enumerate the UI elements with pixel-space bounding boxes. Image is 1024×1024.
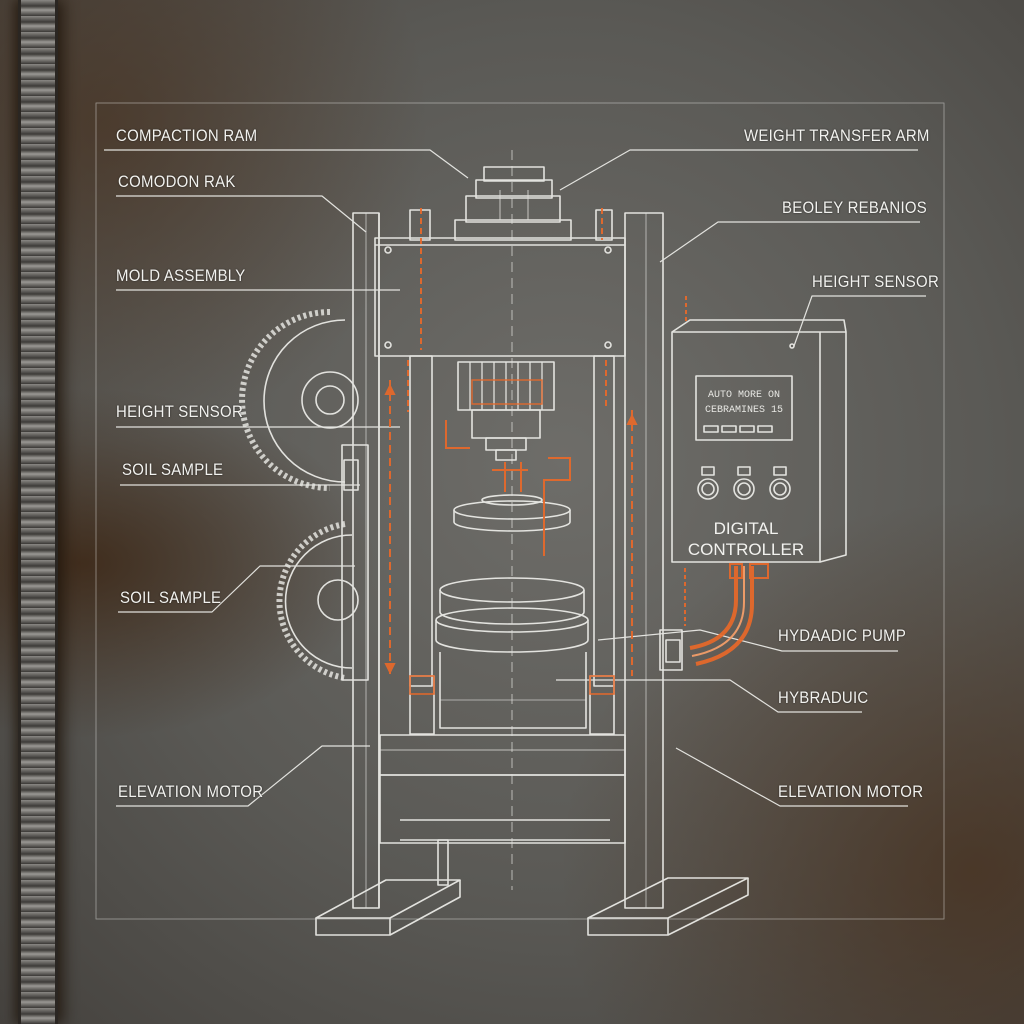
label-height-sensor-right: HEIGHT SENSOR (812, 272, 940, 291)
crosshead (374, 237, 626, 357)
label-hydraulic-pump: HYDAADIC PUMP (778, 626, 907, 645)
left-column (352, 212, 380, 909)
mold-body (439, 652, 587, 729)
controller-label-line-1: DIGITAL (713, 519, 779, 538)
label-compaction-ram: COMPACTION RAM (116, 126, 258, 145)
controller-box (671, 319, 847, 563)
leader-compaction-ram (104, 149, 469, 179)
leader-hybraduic (556, 679, 862, 713)
label-beoley-rebanios: BEOLEY REBANIOS (782, 198, 928, 217)
gear-lower (276, 521, 359, 681)
left-foot (315, 839, 461, 936)
leader-soil-sample-2 (118, 565, 355, 613)
label-elevation-motor-left: ELEVATION MOTOR (118, 782, 264, 801)
guide-rod-left (409, 355, 433, 687)
leader-height-sensor-right (793, 295, 926, 347)
hose-fitting (659, 629, 683, 671)
label-height-sensor-left: HEIGHT SENSOR (116, 402, 244, 421)
label-elevation-motor-right: ELEVATION MOTOR (778, 782, 924, 801)
side-bracket (341, 444, 369, 681)
weld-seam (18, 0, 58, 1024)
label-soil-sample-1: SOIL SAMPLE (122, 460, 224, 479)
label-mold-assembly: MOLD ASSEMBLY (116, 266, 246, 285)
hydraulic-hose-1 (689, 566, 738, 650)
leader-elevation-motor-left (116, 745, 370, 807)
right-foot (587, 877, 749, 936)
leader-comodon-rak (116, 195, 367, 233)
leader-beoley (659, 221, 920, 263)
leader-elevation-motor-right (675, 747, 908, 807)
controller-screen-line-2: CEBRAMINES 15 (704, 405, 783, 416)
frame-border (95, 102, 945, 920)
leader-weight-transfer-arm (559, 149, 918, 191)
gear-upper (239, 309, 359, 491)
controller-screen-line-1: AUTO MORE ON (707, 390, 780, 401)
controller-label-line-2: CONTROLLER (687, 540, 805, 559)
base-table (379, 734, 626, 776)
label-soil-sample-2: SOIL SAMPLE (120, 588, 222, 607)
right-column (624, 212, 664, 909)
hydraulic-hose-2 (695, 566, 754, 666)
label-comodon-rak: COMODON RAK (118, 172, 236, 191)
label-weight-transfer-arm: WEIGHT TRANSFER ARM (744, 126, 930, 145)
guide-rod-right (593, 355, 615, 687)
top-ram-block (454, 219, 572, 241)
label-hybraduic: HYBRADUIC (778, 688, 869, 707)
